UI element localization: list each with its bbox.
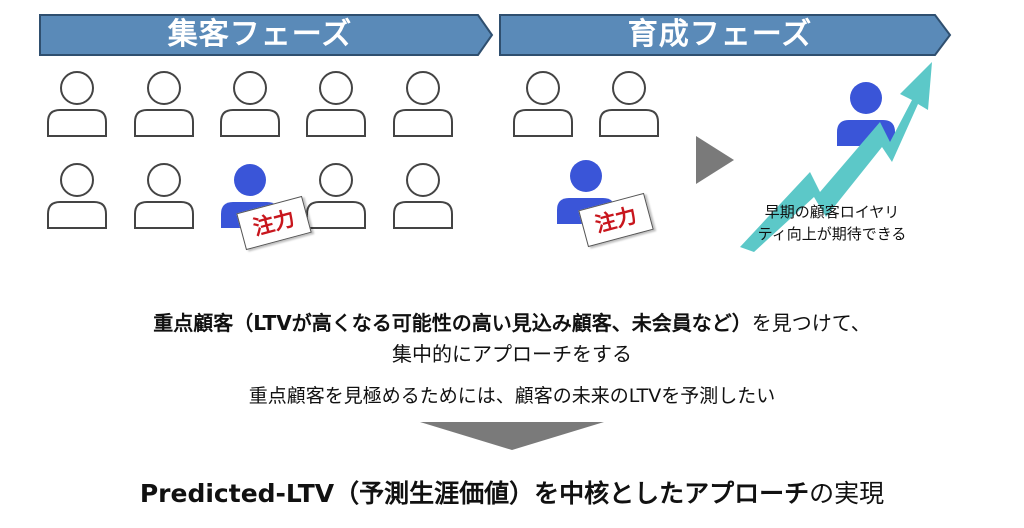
person-icon [393, 163, 453, 229]
acquisition-phase-bar [39, 14, 494, 56]
transition-arrow-icon [696, 136, 734, 184]
nurture-phase-bar [499, 14, 952, 56]
person-icon [47, 163, 107, 229]
growth-caption: 早期の顧客ロイヤリ ティ向上が期待できる [742, 201, 922, 245]
person-icon [134, 71, 194, 137]
conclusion: Predicted-LTV（予測生涯価値）を中核としたアプローチの実現 [0, 474, 1024, 510]
person-icon [599, 71, 659, 137]
people-diagram [47, 71, 895, 229]
statement-line2: 集中的にアプローチをする [392, 342, 632, 366]
statement-line1-rest: を見つけて、 [751, 311, 871, 335]
acquisition-phase-label: 集客フェーズ [167, 17, 353, 52]
statement-line1: 重点顧客（LTVが高くなる可能性の高い見込み顧客、未会員など）を見つけて、 [0, 307, 1024, 336]
person-icon [134, 163, 194, 229]
phase-banners [39, 14, 952, 56]
statement-emphasis: 重点顧客（LTVが高くなる可能性の高い見込み顧客、未会員など） [153, 311, 752, 335]
person-icon [220, 71, 280, 137]
conclusion-emphasis: Predicted-LTV（予測生涯価値）を中核としたアプローチ [139, 479, 810, 508]
person-icon [513, 71, 573, 137]
person-icon [47, 71, 107, 137]
growth-caption-line1: 早期の顧客ロイヤリ [764, 203, 900, 221]
person-icon [306, 71, 366, 137]
person-icon [306, 163, 366, 229]
conclusion-rest: の実現 [809, 479, 885, 508]
need-statement: 重点顧客を見極めるためには、顧客の未来のLTVを予測したい [248, 385, 776, 407]
down-arrow-icon [420, 422, 604, 450]
growth-arrow-icon [740, 62, 932, 252]
person-icon [393, 71, 453, 137]
growth-caption-line2: ティ向上が期待できる [757, 225, 907, 243]
nurture-phase-label: 育成フェーズ [627, 17, 813, 52]
